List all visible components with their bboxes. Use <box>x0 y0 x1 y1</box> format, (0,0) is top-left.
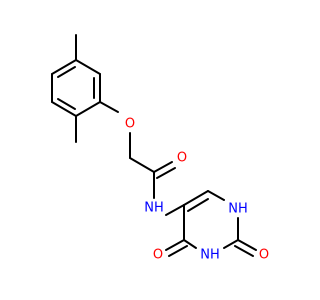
molecule-diagram: O O NH NH NH O O <box>51 34 269 263</box>
bond <box>165 204 185 216</box>
bond <box>223 239 239 249</box>
bond <box>168 245 188 257</box>
bond <box>57 66 76 78</box>
bond <box>156 167 176 179</box>
ether-oxygen-label: O <box>125 117 135 132</box>
bond <box>51 59 77 75</box>
bond <box>51 101 77 117</box>
bond <box>207 190 225 201</box>
bond <box>99 101 119 113</box>
bond <box>75 101 101 117</box>
bond <box>187 198 209 212</box>
bond <box>183 190 209 206</box>
carbonyl-oxygen-label: O <box>177 151 187 166</box>
bond <box>57 98 76 110</box>
bond <box>75 59 101 75</box>
ring-oxygen-2-label: O <box>259 248 269 263</box>
atom-labels: O O NH NH NH O O <box>125 117 269 263</box>
bond <box>165 239 185 251</box>
ring-nitrogen-3-label: NH <box>200 248 220 263</box>
bond <box>237 239 257 251</box>
ring-nitrogen-1-label: NH <box>228 202 248 217</box>
amide-nitrogen-label: NH <box>144 201 164 216</box>
ring-oxygen-4-label: O <box>153 248 163 263</box>
bond <box>153 161 173 173</box>
bond <box>129 157 155 173</box>
bond <box>234 245 254 257</box>
bonds <box>51 34 257 257</box>
bond <box>183 239 197 249</box>
